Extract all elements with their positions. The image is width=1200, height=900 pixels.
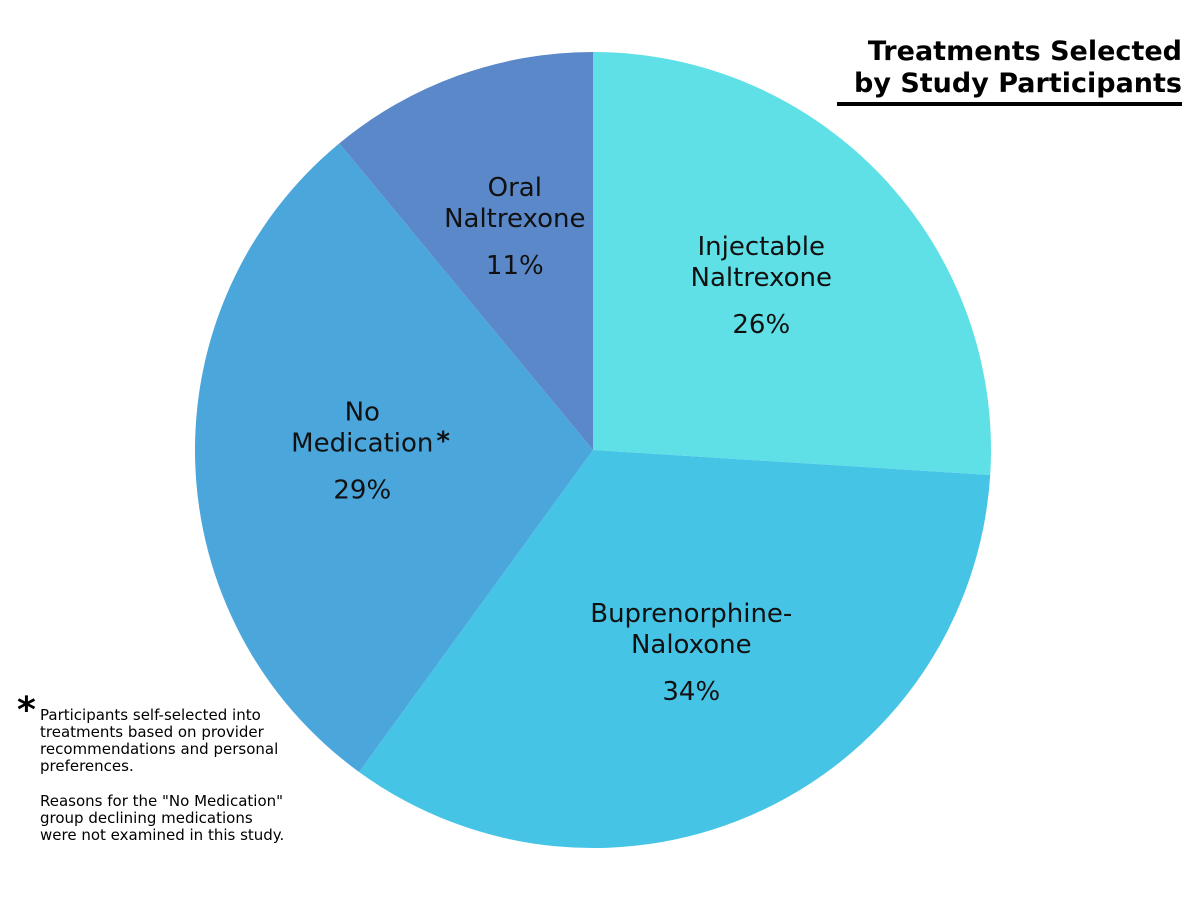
footnote: Participants self-selected into treatmen… [40, 707, 290, 862]
slice-label-injectable-naltrexone-line-1: Injectable [698, 232, 826, 262]
footnote-paragraph-1: Participants self-selected into treatmen… [40, 706, 279, 775]
footnote-paragraph-2: Reasons for the "No Medication" group de… [40, 792, 285, 844]
pie-slice-buprenorphine-naloxone [359, 450, 991, 848]
pie-labels: InjectableNaltrexone26%Buprenorphine-Nal… [291, 173, 832, 707]
slice-percent-buprenorphine-naloxone: 34% [662, 677, 720, 707]
chart-title: Treatments Selected by Study Participant… [837, 36, 1182, 106]
slice-label-no-medication-line-2: Medication [291, 428, 433, 458]
slice-label-buprenorphine-naloxone-line-1: Buprenorphine- [590, 599, 792, 629]
pie-slice-no-medication [194, 143, 594, 772]
slice-label-no-medication-line-1: No [345, 397, 380, 427]
slice-label-injectable-naltrexone-line-2: Naltrexone [691, 263, 832, 293]
chart-title-line-1: Treatments Selected [867, 36, 1182, 67]
slice-percent-no-medication: 29% [333, 475, 391, 505]
slice-label-oral-naltrexone-line-2: Naltrexone [444, 204, 585, 234]
footnote-asterisk: * [17, 690, 36, 731]
slice-marker-no-medication: * [436, 426, 450, 456]
slice-label-buprenorphine-naloxone-line-2: Naloxone [631, 630, 752, 660]
pie-slice-injectable-naltrexone [593, 52, 991, 475]
slice-percent-oral-naltrexone: 11% [486, 251, 544, 281]
slice-percent-injectable-naltrexone: 26% [732, 310, 790, 340]
slice-label-oral-naltrexone-line-1: Oral [488, 173, 542, 203]
pie-slices [194, 52, 991, 848]
chart-title-line-2: by Study Participants [854, 68, 1182, 99]
pie-slice-oral-naltrexone [339, 52, 593, 450]
